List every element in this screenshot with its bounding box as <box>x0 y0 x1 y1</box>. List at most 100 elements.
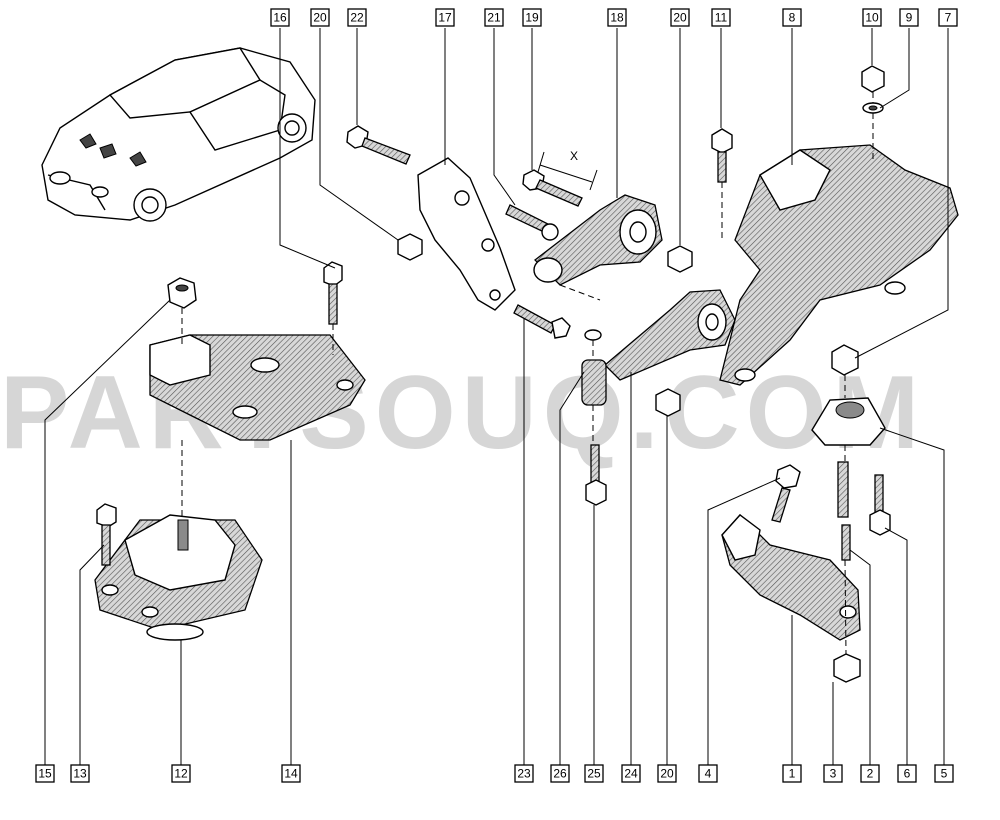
rubber-mount-5 <box>811 397 886 446</box>
bottom-callout-box-3 <box>823 764 843 783</box>
bolt-11 <box>711 128 733 183</box>
nut-20-right <box>667 245 693 273</box>
gearbox-bracket-8 <box>719 144 959 386</box>
nut-7 <box>831 344 859 376</box>
top-callout-box-18 <box>607 8 627 27</box>
bottom-callout-6: 6 <box>904 767 911 781</box>
bolt-23 <box>513 304 571 339</box>
bottom-leader-6 <box>884 527 908 765</box>
top-leader-20 <box>319 28 399 241</box>
lower-left-mount <box>94 514 263 641</box>
bottom-leader-4 <box>707 477 781 765</box>
left-mount-bracket <box>149 334 366 441</box>
torque-bracket-17 <box>417 157 516 311</box>
bottom-callout-14: 14 <box>284 767 298 781</box>
nut-10 <box>861 65 885 93</box>
bolt-2 <box>837 461 851 561</box>
top-leader-9 <box>879 28 910 109</box>
top-callout-20: 20 <box>673 11 687 25</box>
top-callout-box-9 <box>899 8 919 27</box>
bottom-callout-2: 2 <box>867 767 874 781</box>
top-callout-10: 10 <box>865 11 879 25</box>
top-callout-18: 18 <box>610 11 624 25</box>
bottom-callout-24: 24 <box>624 767 638 781</box>
nut-3 <box>833 653 861 683</box>
bolt-13 <box>96 503 117 566</box>
bottom-callout-15: 15 <box>38 767 52 781</box>
bolt-22 <box>346 125 411 165</box>
bottom-leader-5 <box>879 427 945 765</box>
assembly-lines <box>181 92 874 655</box>
bottom-callout-3: 3 <box>830 767 837 781</box>
nut-20-lower <box>655 388 681 417</box>
bottom-callout-box-25 <box>584 764 604 783</box>
bolt-4 <box>771 464 801 523</box>
top-callout-box-20 <box>310 8 330 27</box>
bottom-leader-26 <box>559 371 585 765</box>
lower-right-bracket-1 <box>721 514 861 641</box>
bottom-callout-box-13 <box>70 764 90 783</box>
bottom-callout-13: 13 <box>73 767 87 781</box>
top-leader-7 <box>854 28 949 359</box>
bottom-callout-box-12 <box>171 764 191 783</box>
top-callout-box-21 <box>484 8 504 27</box>
top-callout-17: 17 <box>438 11 452 25</box>
bottom-callout-box-24 <box>621 764 641 783</box>
bottom-leader-15 <box>44 299 171 765</box>
bush-26 <box>581 329 607 406</box>
top-callout-22: 22 <box>350 11 364 25</box>
bottom-callout-5: 5 <box>941 767 948 781</box>
bottom-leader-13 <box>79 544 105 765</box>
watermark-text: PARTSOUQ.COM <box>0 355 925 471</box>
top-callouts: 16 20 22 17 21 19 18 20 11 8 10 9 7 <box>270 8 958 359</box>
top-callout-21: 21 <box>487 11 501 25</box>
bottom-callout-1: 1 <box>789 767 796 781</box>
bolt-21 <box>505 204 559 241</box>
top-callout-box-11 <box>711 8 731 27</box>
bottom-callout-box-4 <box>698 764 718 783</box>
top-callout-box-8 <box>782 8 802 27</box>
top-callout-7: 7 <box>945 11 952 25</box>
lower-torque-link <box>604 289 736 381</box>
bolt-6 <box>869 474 891 536</box>
top-leader-16 <box>279 28 336 269</box>
torque-rod-18 <box>533 194 663 286</box>
top-callout-box-20 <box>670 8 690 27</box>
bottom-callout-box-6 <box>897 764 917 783</box>
top-callout-16: 16 <box>273 11 287 25</box>
bottom-callout-box-14 <box>281 764 301 783</box>
bottom-leader-2 <box>849 549 871 765</box>
bottom-callout-box-23 <box>514 764 534 783</box>
top-callout-9: 9 <box>906 11 913 25</box>
bottom-callout-box-20 <box>657 764 677 783</box>
top-callout-box-16 <box>270 8 290 27</box>
bottom-callout-23: 23 <box>517 767 531 781</box>
bottom-callout-box-2 <box>860 764 880 783</box>
bottom-callout-26: 26 <box>553 767 567 781</box>
top-callout-box-19 <box>522 8 542 27</box>
top-callout-19: 19 <box>525 11 539 25</box>
bottom-callout-25: 25 <box>587 767 601 781</box>
nut-15 <box>167 277 197 309</box>
bottom-callout-20: 20 <box>660 767 674 781</box>
top-callout-8: 8 <box>789 11 796 25</box>
top-callout-box-10 <box>862 8 882 27</box>
top-callout-box-22 <box>347 8 367 27</box>
dimension-x-label: X <box>570 149 578 163</box>
bottom-callout-box-5 <box>934 764 954 783</box>
bottom-callout-box-1 <box>782 764 802 783</box>
car-illustration <box>41 47 316 222</box>
dimension-x: X <box>537 149 598 191</box>
bolt-25 <box>585 444 607 506</box>
nut-20-left <box>397 233 423 261</box>
top-callout-11: 11 <box>715 11 728 25</box>
top-leader-21 <box>493 28 516 206</box>
top-callout-box-7 <box>938 8 958 27</box>
bottom-callout-box-15 <box>35 764 55 783</box>
bolt-19 <box>522 169 583 207</box>
top-callout-box-17 <box>435 8 455 27</box>
top-callout-20: 20 <box>313 11 327 25</box>
bottom-callout-4: 4 <box>705 767 712 781</box>
